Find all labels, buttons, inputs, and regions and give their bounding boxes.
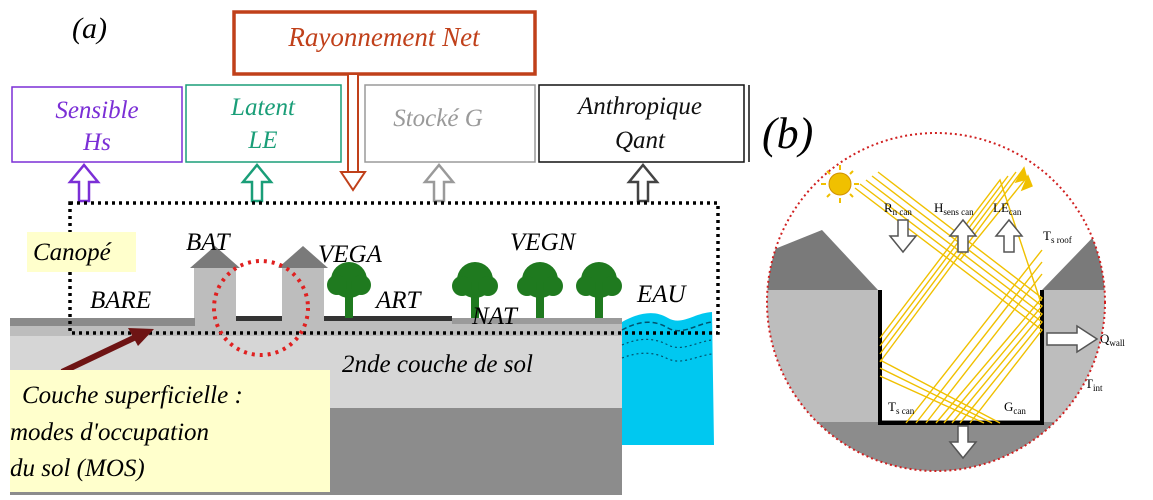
canyon-highlight-circle [212, 259, 310, 357]
net-radiation-box [232, 10, 537, 76]
sensible-line2: Hs [82, 129, 111, 156]
anthropic-line2: Qant [615, 127, 666, 154]
canyon-road [236, 316, 282, 321]
rn-can-label: Rn can [884, 200, 912, 217]
sensible-up-arrow [67, 163, 101, 203]
surface-layer-note-line3: du sol (MOS) [10, 455, 145, 482]
canyon-right-building [1042, 290, 1105, 422]
panel-a: (a) Rayonnement Net Sensible Hs Latent L… [10, 10, 750, 495]
canopy-label: Canopé [33, 239, 112, 266]
canyon-left-roof [767, 230, 878, 290]
g-can-label: Gcan [1004, 399, 1026, 416]
latent-up-arrow [240, 163, 274, 203]
stored-line1: Stocké G [393, 105, 483, 132]
ground-down-arrow [948, 425, 978, 460]
net-radiation-arrow [339, 73, 367, 192]
canyon-left-building [767, 290, 880, 422]
anthropic-box [538, 84, 745, 163]
panel-a-label: (a) [72, 12, 107, 45]
t-int-label: Tint [1085, 376, 1103, 393]
surface-art-label: ART [374, 287, 423, 314]
canyon-walls [878, 290, 1044, 425]
canyon-circle-outline [766, 132, 1106, 472]
sensible-box [11, 86, 183, 163]
t-s-roof-label: Ts roof [1043, 228, 1072, 245]
panel-b: (b) [762, 109, 1125, 472]
surface-layer-note-bg [10, 370, 330, 492]
q-wall-label: Qwall [1100, 331, 1125, 348]
panel-b-label: (b) [762, 109, 813, 158]
dark-strip-left [10, 318, 195, 326]
surface-layer-note-line2: modes d'occupation [10, 419, 209, 446]
rn-can-down-arrow [888, 219, 918, 254]
tree-vegn-1 [452, 262, 498, 318]
le-can-up-arrow [994, 218, 1024, 253]
sensible-line1: Sensible [55, 97, 138, 124]
hsens-can-label: Hsens can [934, 200, 974, 217]
surface-vegn-label: VEGN [510, 229, 577, 256]
canopy-label-bg [27, 232, 136, 272]
surface-bat-label: BAT [186, 229, 232, 256]
building-right [278, 246, 328, 318]
sun-icon [821, 165, 859, 203]
tree-vega [327, 262, 371, 318]
dark-strip-right [452, 318, 622, 324]
hsens-can-up-arrow [948, 218, 978, 253]
surface-vega-label: VEGA [318, 241, 383, 268]
surface-nat-label: NAT [471, 303, 519, 330]
building-left [190, 246, 240, 318]
surface-layer-note-line1: Couche superficielle : [22, 382, 243, 409]
surface-layer-pointer-arrow [60, 328, 154, 375]
latent-box [185, 84, 342, 163]
stored-up-arrow [422, 163, 456, 203]
art-road [324, 316, 452, 321]
stored-box [364, 84, 536, 163]
anthropic-up-arrow [626, 163, 660, 203]
surface-eau-label: EAU [636, 281, 688, 308]
t-s-can-label: Ts can [888, 399, 915, 416]
qwall-right-arrow [1046, 324, 1099, 354]
second-soil-layer-label: 2nde couche de sol [342, 351, 533, 378]
surface-bare-label: BARE [90, 287, 151, 314]
water-body [621, 312, 714, 445]
le-can-label: LEcan [993, 200, 1022, 217]
net-radiation-label: Rayonnement Net [287, 22, 481, 52]
latent-line2: LE [247, 127, 277, 154]
tree-vegn-2 [517, 262, 563, 318]
anthropic-line1: Anthropique [576, 93, 702, 120]
tree-vegn-3 [576, 262, 622, 318]
latent-line1: Latent [230, 94, 296, 121]
